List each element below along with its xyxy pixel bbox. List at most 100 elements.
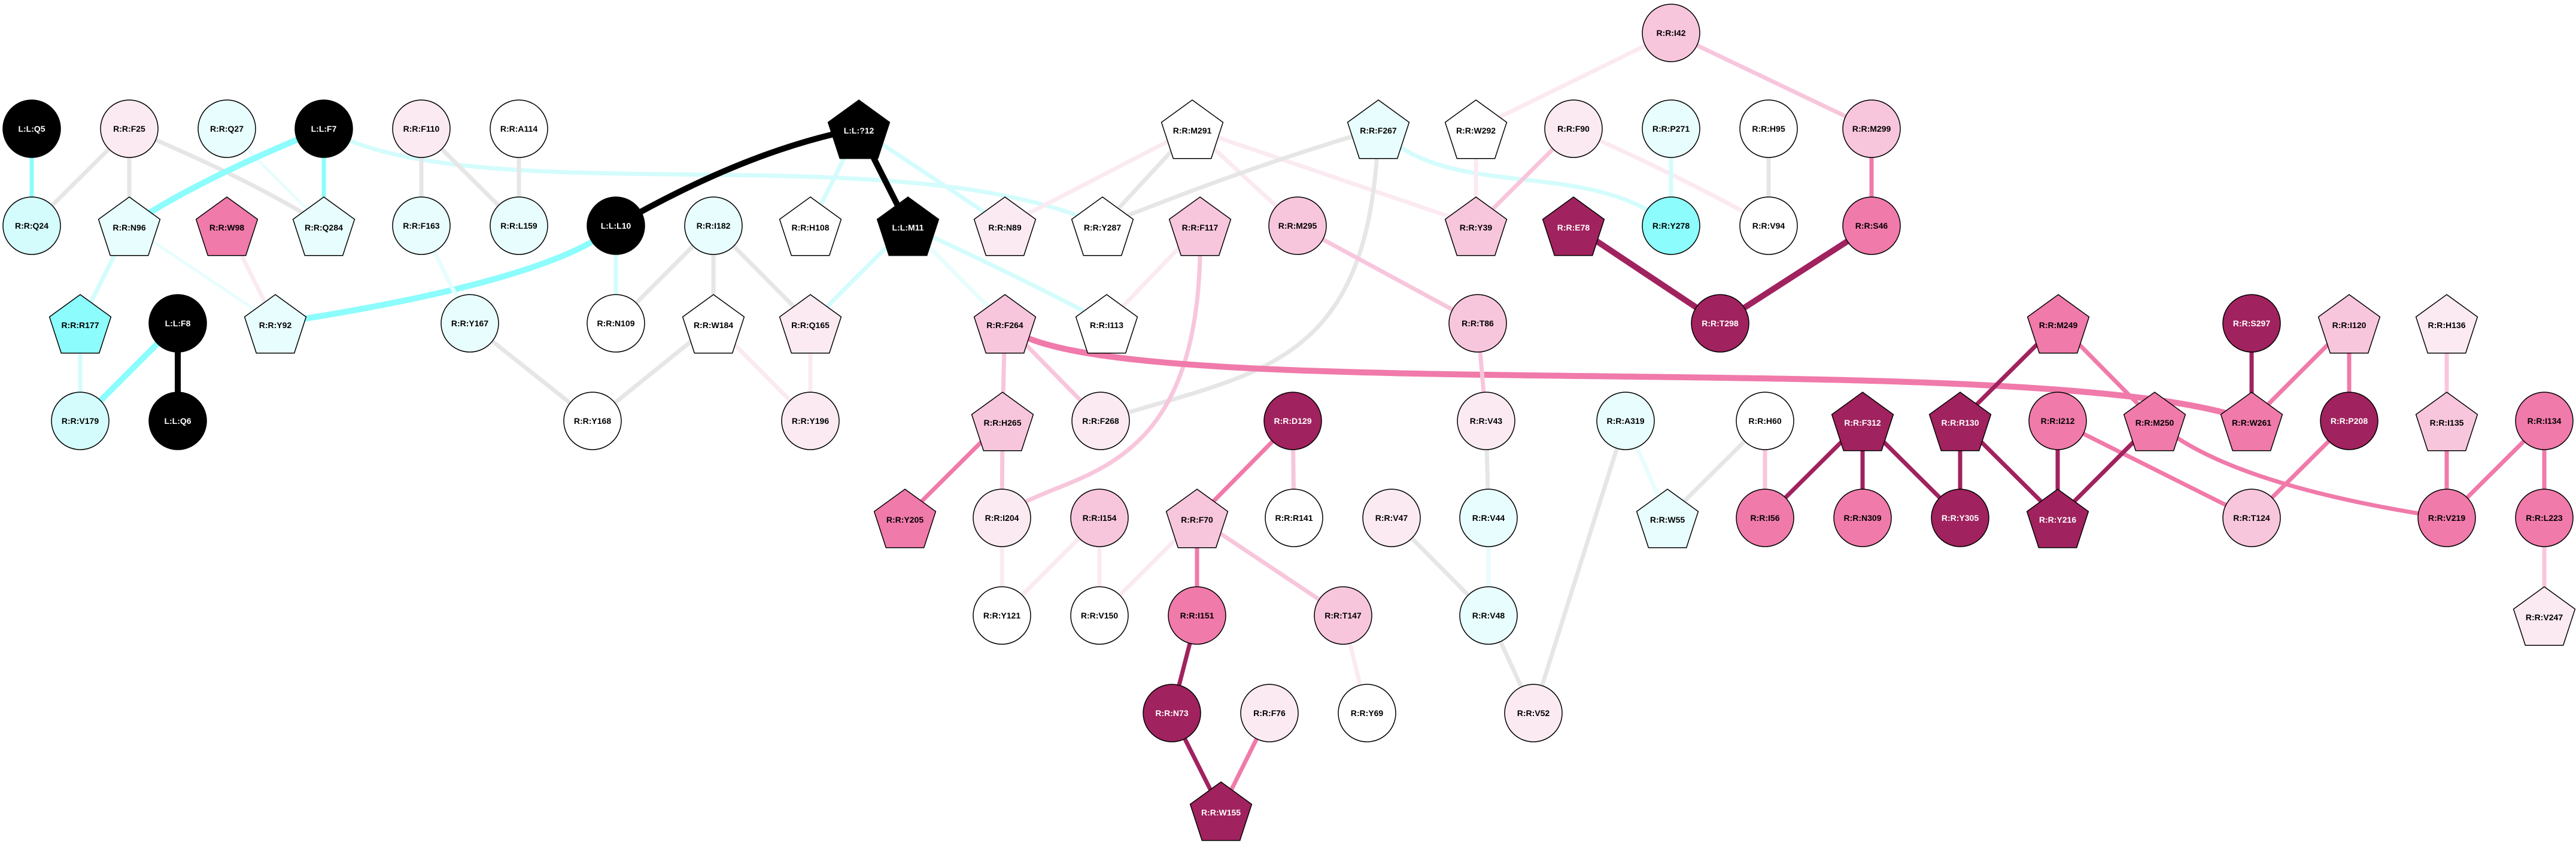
node-t298[interactable]: R:R:T298 (1691, 294, 1749, 353)
node-m11[interactable]: L:L:M11 (876, 196, 940, 256)
node-m291[interactable]: R:R:M291 (1161, 99, 1224, 159)
node-n73[interactable]: R:R:N73 (1143, 684, 1201, 742)
node-w184[interactable]: R:R:W184 (682, 294, 745, 354)
node-w98[interactable]: R:R:W98 (195, 196, 259, 256)
node-n89[interactable]: R:R:N89 (973, 196, 1037, 256)
node-n309[interactable]: R:R:N309 (1833, 489, 1892, 547)
node-l10[interactable]: L:L:L10 (587, 196, 645, 255)
node-f117[interactable]: R:R:F117 (1168, 196, 1232, 256)
node-y39[interactable]: R:R:Y39 (1444, 196, 1508, 256)
node-e78[interactable]: R:R:E78 (1542, 196, 1605, 256)
node-s297[interactable]: R:R:S297 (2222, 294, 2281, 353)
node-t147[interactable]: R:R:T147 (1314, 586, 1372, 645)
node-f8[interactable]: L:L:F8 (148, 294, 207, 353)
node-m299[interactable]: R:R:M299 (1842, 99, 1901, 158)
node-i120[interactable]: R:R:I120 (2317, 294, 2381, 354)
circle-shape (587, 294, 645, 353)
node-f163[interactable]: R:R:F163 (392, 196, 451, 255)
node-f268[interactable]: R:R:F268 (1071, 392, 1130, 450)
node-t86[interactable]: R:R:T86 (1448, 294, 1507, 353)
node-y287[interactable]: R:R:Y287 (1071, 196, 1134, 256)
node-h60[interactable]: R:R:H60 (1736, 392, 1794, 450)
node-f70[interactable]: R:R:F70 (1165, 489, 1229, 548)
node-m249[interactable]: R:R:M249 (2027, 294, 2090, 354)
node-i134[interactable]: R:R:I134 (2515, 392, 2574, 450)
node-p271[interactable]: R:R:P271 (1642, 99, 1700, 158)
node-y305[interactable]: R:R:Y305 (1931, 489, 1989, 547)
node-label: R:R:M291 (1173, 126, 1212, 135)
node-y167[interactable]: R:R:Y167 (441, 294, 499, 353)
node-i154[interactable]: R:R:I154 (1070, 489, 1129, 547)
node-f76[interactable]: R:R:F76 (1240, 684, 1299, 742)
node-i212[interactable]: R:R:I212 (2028, 392, 2087, 450)
node-q284[interactable]: R:R:Q284 (292, 196, 356, 256)
node-v150[interactable]: R:R:V150 (1070, 586, 1129, 645)
node-y196[interactable]: R:R:Y196 (781, 392, 840, 450)
node-v44[interactable]: R:R:V44 (1459, 489, 1518, 547)
node-y168[interactable]: R:R:Y168 (563, 392, 622, 450)
node-a319[interactable]: R:R:A319 (1596, 392, 1655, 450)
node-y69[interactable]: R:R:Y69 (1338, 684, 1396, 742)
node-i182[interactable]: R:R:I182 (684, 196, 743, 255)
node-n96[interactable]: R:R:N96 (98, 196, 161, 256)
node-p208[interactable]: R:R:P208 (2320, 392, 2378, 450)
node-l223[interactable]: R:R:L223 (2515, 489, 2574, 547)
node-v94[interactable]: R:R:V94 (1739, 196, 1798, 255)
node-a114[interactable]: R:R:A114 (490, 99, 548, 158)
node-h136[interactable]: R:R:H136 (2415, 294, 2478, 354)
node-r141[interactable]: R:R:R141 (1265, 489, 1323, 547)
circle-shape (1457, 392, 1515, 450)
node-q6[interactable]: L:L:Q6 (148, 392, 207, 450)
node-f110[interactable]: R:R:F110 (392, 99, 451, 158)
node-h265[interactable]: R:R:H265 (971, 392, 1034, 451)
circle-shape (1544, 99, 1603, 158)
node-v47[interactable]: R:R:V47 (1362, 489, 1421, 547)
node-y121[interactable]: R:R:Y121 (973, 586, 1031, 645)
node-h95[interactable]: R:R:H95 (1739, 99, 1798, 158)
node-f312[interactable]: R:R:F312 (1831, 392, 1894, 451)
node-h108[interactable]: R:R:H108 (779, 196, 842, 256)
node-q24[interactable]: R:R:Q24 (2, 196, 61, 255)
node-q27[interactable]: R:R:Q27 (198, 99, 256, 158)
node-w292[interactable]: R:R:W292 (1444, 99, 1508, 159)
node-i42[interactable]: R:R:I42 (1642, 4, 1700, 62)
node-r177[interactable]: R:R:R177 (48, 294, 112, 354)
node-i204[interactable]: R:R:I204 (973, 489, 1031, 547)
node-v52[interactable]: R:R:V52 (1504, 684, 1563, 742)
node-v219[interactable]: R:R:V219 (2417, 489, 2476, 547)
node-f7[interactable]: L:L:F7 (294, 99, 353, 158)
node-m250[interactable]: R:R:M250 (2123, 392, 2186, 451)
node-label: R:R:Q27 (210, 124, 244, 134)
node-v43[interactable]: R:R:V43 (1457, 392, 1515, 450)
node-l159[interactable]: R:R:L159 (490, 196, 548, 255)
node-y278[interactable]: R:R:Y278 (1642, 196, 1700, 255)
node-y216[interactable]: R:R:Y216 (2026, 489, 2089, 548)
node-v247[interactable]: R:R:V247 (2513, 586, 2576, 646)
node-f264[interactable]: R:R:F264 (973, 294, 1037, 354)
node-y205[interactable]: R:R:Y205 (873, 489, 937, 548)
node-n109[interactable]: R:R:N109 (587, 294, 645, 353)
node-f267[interactable]: R:R:F267 (1347, 99, 1410, 159)
node-q5[interactable]: L:L:Q5 (2, 99, 61, 158)
node-w261[interactable]: R:R:W261 (2220, 392, 2283, 451)
node-f90[interactable]: R:R:F90 (1544, 99, 1603, 158)
node-i113[interactable]: R:R:I113 (1075, 294, 1138, 354)
node-i135[interactable]: R:R:I135 (2415, 392, 2478, 451)
node-i151[interactable]: R:R:I151 (1168, 586, 1226, 645)
pentagon-shape (973, 294, 1037, 354)
node-f25[interactable]: R:R:F25 (100, 99, 159, 158)
node-i56[interactable]: R:R:I56 (1736, 489, 1794, 547)
node-r130[interactable]: R:R:R130 (1928, 392, 1992, 451)
node-y92[interactable]: R:R:Y92 (244, 294, 307, 354)
node-q165[interactable]: R:R:Q165 (779, 294, 842, 354)
node-w155[interactable]: R:R:W155 (1189, 781, 1253, 841)
node-s46[interactable]: R:R:S46 (1842, 196, 1901, 255)
node-label: R:R:P208 (2331, 416, 2368, 426)
node-w55[interactable]: R:R:W55 (1636, 489, 1699, 548)
node-v48[interactable]: R:R:V48 (1459, 586, 1518, 645)
node-m295[interactable]: R:R:M295 (1268, 196, 1327, 255)
node-v179[interactable]: R:R:V179 (51, 392, 110, 450)
node-x12[interactable]: L:L:?12 (827, 99, 891, 159)
node-t124[interactable]: R:R:T124 (2222, 489, 2281, 547)
node-d129[interactable]: R:R:D129 (1263, 392, 1322, 450)
